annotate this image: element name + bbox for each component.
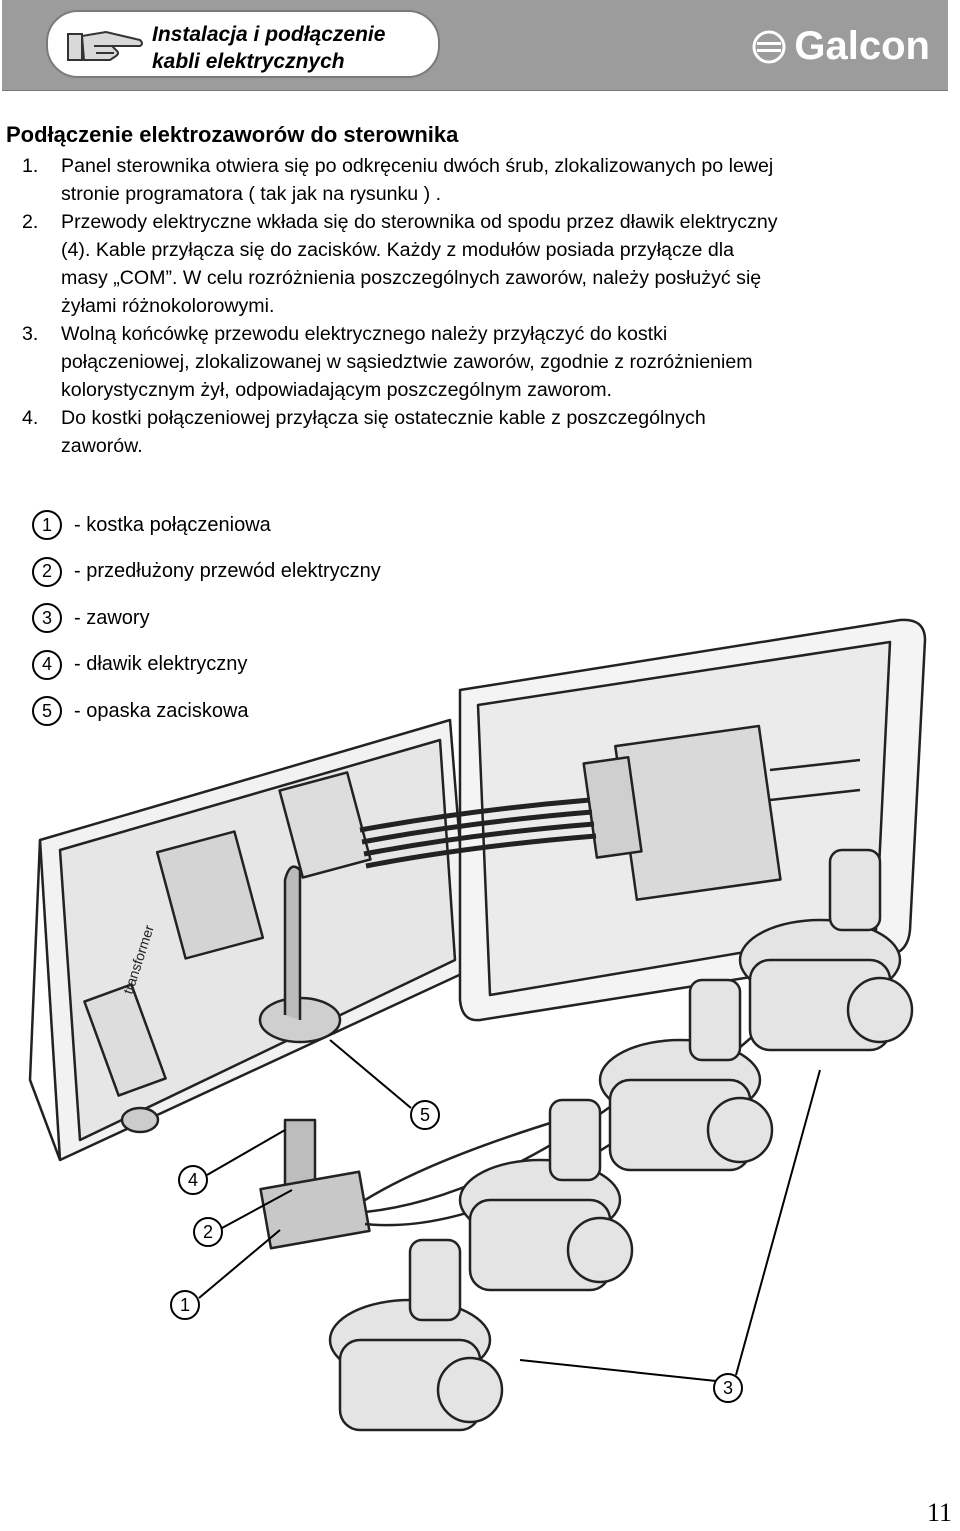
step-line: (4). Kable przyłącza się do zacisków. Ka…	[61, 239, 735, 261]
legend-item: 5 - opaska zaciskowa	[32, 688, 381, 735]
step-line: masy „COM”. W celu rozróżnienia poszczeg…	[61, 267, 762, 289]
step-line: Do kostki połączeniowej przyłącza się os…	[61, 407, 706, 429]
valve-drawing	[738, 848, 914, 1052]
pointing-hand-icon	[67, 30, 143, 61]
header-title-line1: Instalacja i podłączenie	[152, 23, 386, 46]
step-number: 2.	[22, 211, 39, 233]
legend-number-badge: 3	[32, 603, 62, 634]
legend-label: - kostka połączeniowa	[74, 513, 271, 536]
legend-item: 1 - kostka połączeniowa	[32, 502, 381, 549]
header-title-line2: kabli elektrycznych	[152, 50, 345, 73]
controller-box-drawing	[28, 718, 472, 1162]
legend-item: 2 - przedłużony przewód elektryczny	[32, 549, 381, 596]
step-line: zaworów.	[61, 435, 143, 457]
callout-2-number: 2	[203, 1222, 213, 1242]
step-number: 1.	[22, 155, 39, 177]
callout-4: 4	[178, 1129, 286, 1195]
step-item: 2. Przewody elektryczne wkłada się do st…	[10, 208, 952, 320]
step-line: stronie programatora ( tak jak na rysunk…	[61, 183, 442, 205]
step-line: żyłami różnokolorowymi.	[61, 295, 275, 317]
legend-label: - opaska zaciskowa	[74, 699, 249, 722]
legend-number-badge: 5	[32, 696, 62, 727]
step-line: Panel sterownika otwiera się po odkręcen…	[61, 155, 774, 177]
step-line: Wolną końcówkę przewodu elektrycznego na…	[61, 323, 668, 345]
callout-1: 1	[170, 1229, 281, 1320]
brand-logo: Galcon	[752, 24, 930, 69]
callout-3: 3	[519, 1069, 821, 1403]
legend-number-badge: 4	[32, 649, 62, 680]
header-title: Instalacja i podłączenie kabli elektrycz…	[152, 21, 385, 75]
callout-5: 5	[329, 1039, 440, 1130]
wiring-illustration: transformer 5 4 2 1 3	[28, 618, 927, 1432]
legend-item: 3 - zawory	[32, 595, 381, 642]
step-item: 3. Wolną końcówkę przewodu elektrycznego…	[10, 320, 952, 404]
callout-2: 2	[193, 1189, 293, 1247]
legend-label: - przedłużony przewód elektryczny	[74, 560, 381, 583]
callout-4-number: 4	[188, 1170, 198, 1190]
ribbon-cable-drawing	[359, 797, 597, 869]
section-title: Podłączenie elektrozaworów do sterownika	[6, 122, 459, 147]
brand-name: Galcon	[794, 24, 930, 68]
legend-label: - zawory	[74, 606, 150, 629]
step-line: kolorystycznym żył, odpowiadającym poszc…	[61, 379, 612, 401]
step-line: Przewody elektryczne wkłada się do stero…	[61, 211, 778, 233]
header-title-pill: Instalacja i podłączenie kabli elektrycz…	[46, 10, 440, 78]
callout-1-number: 1	[180, 1295, 190, 1315]
figure-legend: 1 - kostka połączeniowa 2 - przedłużony …	[32, 502, 381, 735]
legend-number-badge: 2	[32, 556, 62, 587]
steps-list: 1. Panel sterownika otwiera się po odkrę…	[10, 152, 952, 460]
valve-drawing	[598, 978, 774, 1172]
valve-drawing	[328, 1238, 504, 1432]
page-number: 11	[926, 1498, 952, 1527]
step-item: 1. Panel sterownika otwiera się po odkrę…	[10, 152, 952, 208]
legend-number-badge: 1	[32, 510, 62, 541]
callout-5-number: 5	[420, 1105, 430, 1125]
valve-drawing	[458, 1098, 634, 1292]
step-item: 4. Do kostki połączeniowej przyłącza się…	[10, 404, 952, 460]
step-number: 4.	[22, 407, 39, 429]
callout-3-number: 3	[723, 1378, 733, 1398]
galcon-logo-icon	[752, 30, 786, 63]
page-header: Instalacja i podłączenie kabli elektrycz…	[2, 0, 948, 91]
step-number: 3.	[22, 323, 39, 345]
legend-label: - dławik elektryczny	[74, 653, 248, 676]
step-line: połączeniowej, zlokalizowanej w sąsiedzt…	[61, 351, 753, 373]
legend-item: 4 - dławik elektryczny	[32, 642, 381, 689]
